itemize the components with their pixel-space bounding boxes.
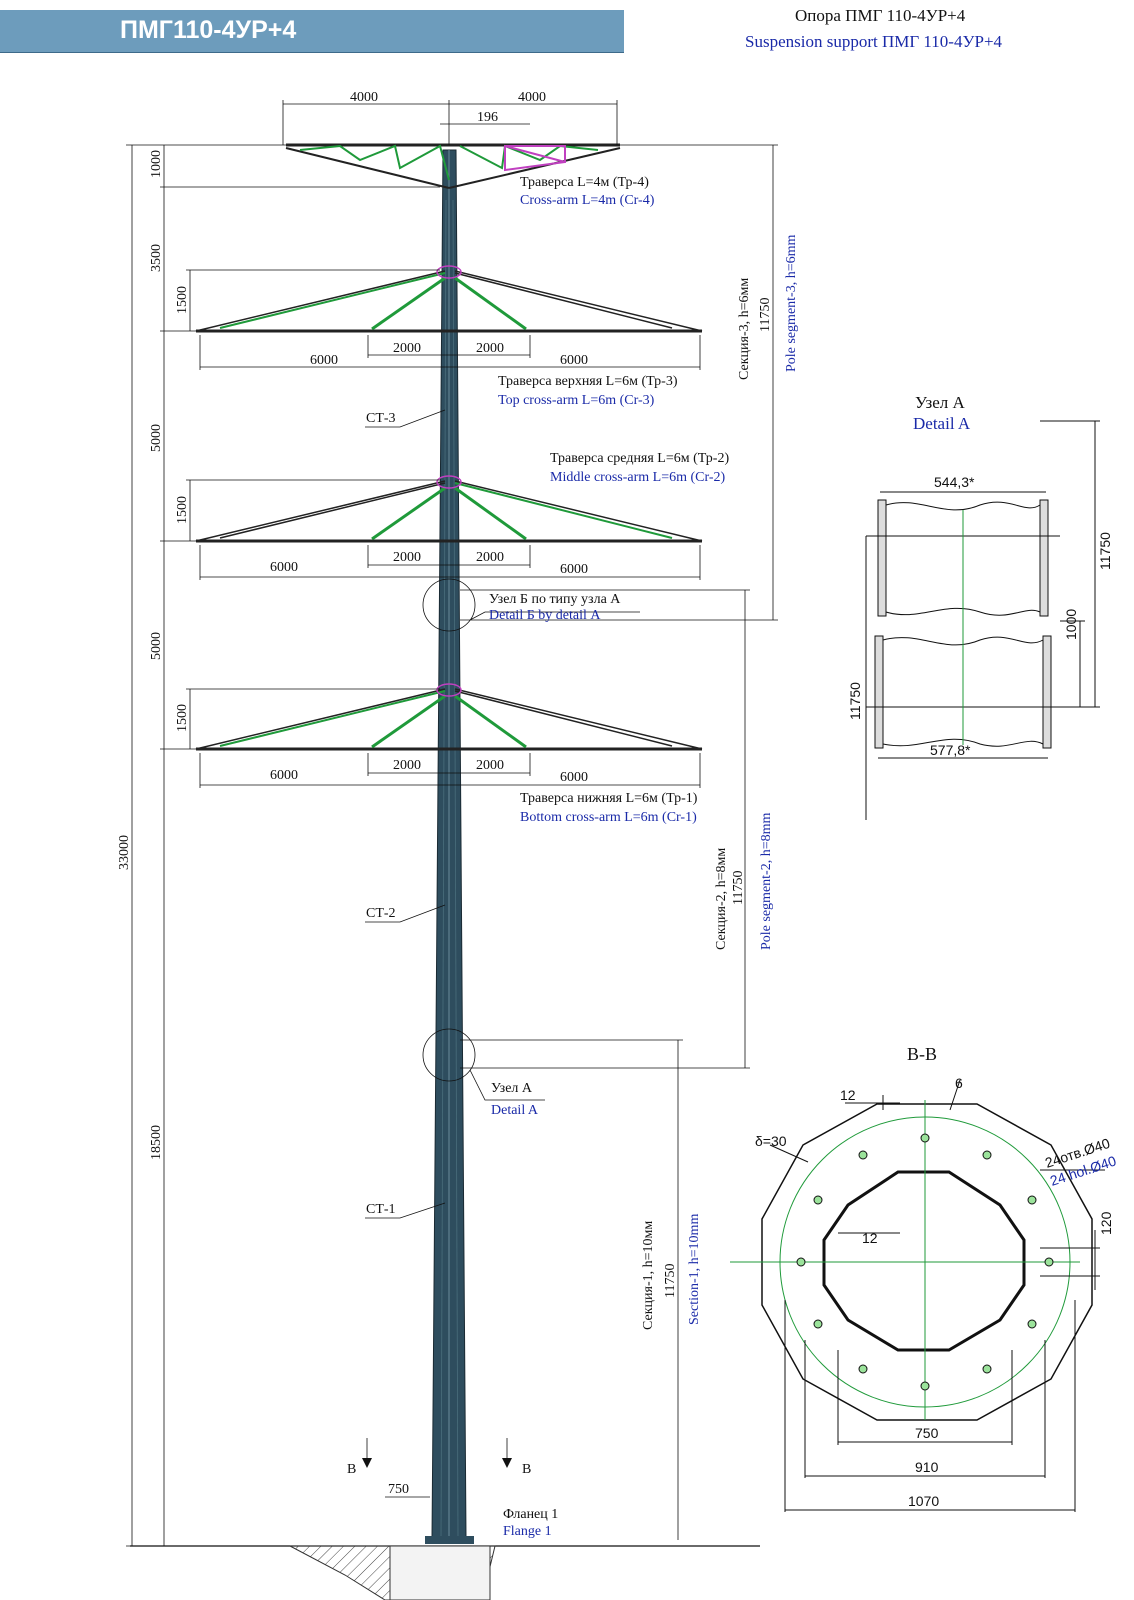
section-t12-top: 12 — [840, 1087, 856, 1103]
arm3-right-6000: 6000 — [560, 353, 588, 368]
header-title-en: Suspension support ПМГ 110-4УР+4 — [745, 32, 1003, 51]
pole-shaft — [425, 149, 474, 1544]
section-bb-drawing — [730, 1079, 1105, 1512]
sec2-label-ru: Секция-2, h=8мм — [714, 848, 729, 950]
sec3-label-en: Pole segment-3, h=6mm — [784, 235, 799, 372]
node-a-label-ru: Узел А — [491, 1081, 533, 1096]
detail-a-drawing — [865, 420, 1100, 820]
section-d1070: 1070 — [908, 1493, 939, 1509]
detail-a-top-width: 544,3* — [934, 474, 975, 490]
section-delta: δ=30 — [755, 1133, 787, 1149]
sec1-label-ru: Секция-1, h=10мм — [641, 1221, 656, 1330]
dim-h-1500-b: 1500 — [175, 496, 190, 524]
ct2-label: СТ-2 — [366, 906, 396, 921]
crossarm-cr3 — [195, 265, 703, 333]
dim-h-5000-b: 5000 — [149, 632, 164, 660]
arm1-left-2000: 2000 — [393, 758, 421, 773]
ct3-label: СТ-3 — [366, 411, 396, 426]
arm2-right-2000: 2000 — [476, 550, 504, 565]
dim-h-3500: 3500 — [149, 244, 164, 272]
sec2-length: 11750 — [731, 871, 746, 905]
title-banner: ПМГ110-4УР+4 — [0, 10, 624, 53]
detail-a-title-ru: Узел А — [915, 393, 966, 412]
flange-label-en: Flange 1 — [503, 1524, 552, 1539]
arm3-left-2000: 2000 — [393, 341, 421, 356]
cr1-label-en: Bottom cross-arm L=6m (Cr-1) — [520, 810, 697, 825]
section-d910: 910 — [915, 1459, 939, 1475]
detail-a-bottom-width: 577,8* — [930, 742, 971, 758]
dim-h-1500-a: 1500 — [175, 286, 190, 314]
dim-h-1000: 1000 — [149, 150, 164, 178]
node-b-label-ru: Узел Б по типу узла А — [489, 592, 621, 607]
sec1-length: 11750 — [663, 1264, 678, 1298]
cr2-label-en: Middle cross-arm L=6m (Cr-2) — [550, 470, 726, 485]
banner-code: ПМГ110-4УР+4 — [120, 16, 297, 44]
dim-h-1500-c: 1500 — [175, 704, 190, 732]
arm2-left-2000: 2000 — [393, 550, 421, 565]
crossarm-cr1 — [195, 683, 703, 751]
detail-a-len-left: 11750 — [847, 682, 863, 720]
dim-h-5000-a: 5000 — [149, 424, 164, 452]
cr3-label-ru: Траверса верхняя L=6м (Тр-3) — [498, 374, 678, 389]
section-t6: 6 — [955, 1075, 963, 1091]
cr4-label-en: Cross-arm L=4m (Cr-4) — [520, 193, 655, 208]
arm2-left-6000: 6000 — [270, 560, 298, 575]
foundation — [130, 1545, 760, 1600]
dim-top-right: 4000 — [518, 90, 546, 105]
flange-label-ru: Фланец 1 — [503, 1507, 558, 1522]
section-t12-mid: 12 — [862, 1230, 878, 1246]
cr2-label-ru: Траверса средняя L=6м (Тр-2) — [550, 451, 729, 466]
detail-a-len-right: 11750 — [1097, 532, 1113, 570]
sec1-label-en: Section-1, h=10mm — [687, 1214, 702, 1325]
dim-base-750: 750 — [388, 1482, 409, 1497]
dim-top-gap: 196 — [477, 110, 498, 125]
section-d750: 750 — [915, 1425, 939, 1441]
node-a-label-en: Detail A — [491, 1103, 539, 1118]
arm2-right-6000: 6000 — [560, 562, 588, 577]
arm1-right-2000: 2000 — [476, 758, 504, 773]
dim-h-33000: 33000 — [117, 835, 132, 870]
dim-h-18500: 18500 — [149, 1125, 164, 1160]
arm3-right-2000: 2000 — [476, 341, 504, 356]
node-b-label-en: Detail Б by detail А — [489, 608, 601, 623]
arm1-left-6000: 6000 — [270, 768, 298, 783]
cr1-label-ru: Траверса нижняя L=6м (Тр-1) — [520, 791, 698, 806]
cut-mark-right: В — [522, 1462, 531, 1477]
crossarm-cr4 — [285, 143, 621, 189]
arm3-left-6000: 6000 — [310, 353, 338, 368]
dim-top-left: 4000 — [350, 90, 378, 105]
dimension-lines — [126, 100, 778, 1547]
header-title-ru: Опора ПМГ 110-4УР+4 — [795, 6, 966, 25]
cut-mark-left: В — [347, 1462, 356, 1477]
sec3-length: 11750 — [758, 298, 773, 332]
crossarm-cr2 — [195, 475, 703, 543]
arm1-right-6000: 6000 — [560, 770, 588, 785]
flange-plate — [425, 1536, 474, 1544]
ct1-label: СТ-1 — [366, 1202, 396, 1217]
sec2-label-en: Pole segment-2, h=8mm — [759, 813, 774, 950]
cr3-label-en: Top cross-arm L=6m (Cr-3) — [498, 393, 655, 408]
sec3-label-ru: Секция-3, h=6мм — [737, 278, 752, 380]
section-bb-title: В-В — [907, 1044, 937, 1064]
detail-a-gap: 1000 — [1063, 609, 1079, 640]
section-d120: 120 — [1098, 1211, 1114, 1235]
detail-a-title-en: Detail A — [913, 414, 971, 433]
bolt-holes — [796, 1133, 1054, 1391]
cr4-label-ru: Траверса L=4м (Тр-4) — [520, 175, 649, 190]
